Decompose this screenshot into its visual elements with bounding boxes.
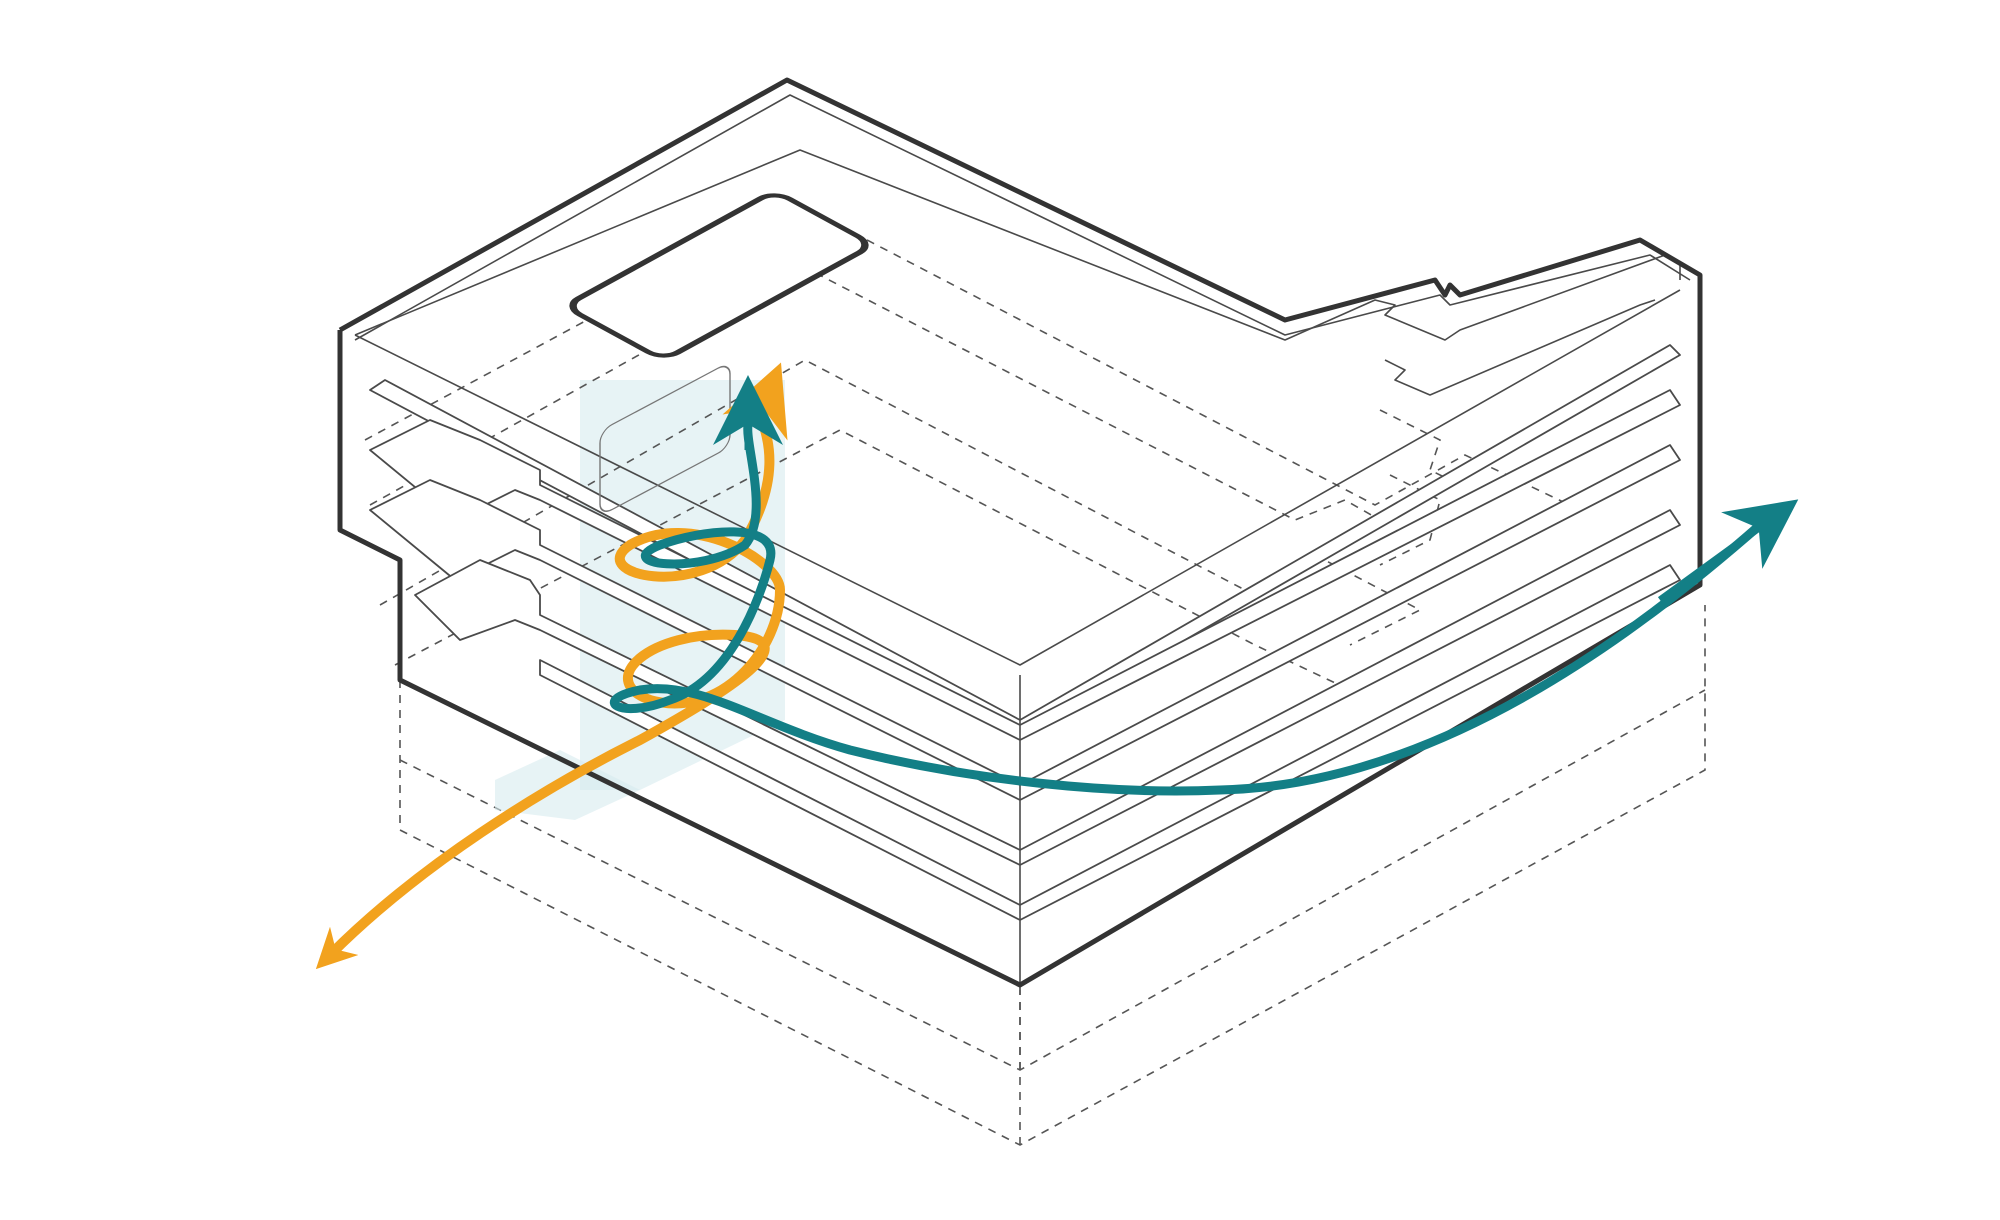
building-outline [337,77,1703,988]
basement-volume [399,605,1706,1146]
teal-circulation-path [609,375,1799,796]
roof-opening [569,193,869,358]
interior-floor-lines [364,204,1582,691]
floor-slab-3 [369,389,1681,741]
floor-slab-2 [369,444,1681,801]
